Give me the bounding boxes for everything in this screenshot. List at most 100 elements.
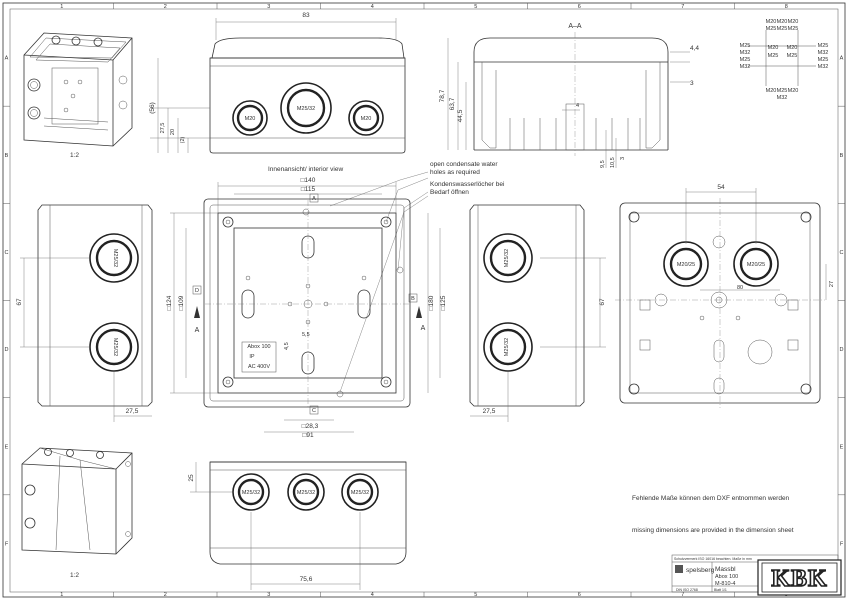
- dim-top-h3: (2): [180, 136, 186, 143]
- frame-col-label-top: 1: [60, 4, 63, 10]
- note-german: Fehlende Maße können dem DXF entnommen w…: [632, 495, 790, 502]
- frame-col-label-top: 4: [371, 4, 374, 10]
- iso-scale-top: 1:2: [70, 152, 79, 159]
- dim-sec-wall: 44,5: [457, 109, 464, 122]
- size-table-right: M25: [818, 43, 829, 49]
- dim-plan-hole: 5,5: [302, 332, 310, 338]
- dim-plan-w3: □28,3: [302, 423, 319, 430]
- size-table-row1: M20: [777, 19, 788, 25]
- interior-view-label: Innenansicht/ interior view: [268, 166, 343, 173]
- dim-plan-w1: □140: [301, 177, 316, 184]
- notes: Fehlende Maße können dem DXF entnommen w…: [632, 495, 794, 534]
- bottom-view: M20/25 M20/25 54 80 27: [615, 184, 835, 408]
- gland-label-top-1: M20: [245, 116, 256, 122]
- size-table-right: M32: [818, 50, 829, 56]
- size-table-row1: M20: [788, 19, 799, 25]
- frame-col-label-top: 7: [681, 4, 684, 10]
- frame-col-label-top: 6: [578, 4, 581, 10]
- size-table-mid: M25: [787, 53, 798, 59]
- condensate-en-1: open condensate water: [430, 161, 498, 168]
- gland-label-left-2: M25/32: [112, 338, 118, 356]
- dim-plan-w2: □115: [301, 186, 316, 193]
- dim-plan-w4: □91: [302, 432, 314, 439]
- logo-text: KBK: [771, 566, 827, 592]
- front-elevation-view: M25/32 M25/32 M25/32 25 75,6: [188, 461, 407, 590]
- nameplate-line1: Abox 100: [247, 344, 270, 350]
- dim-left-width: 67: [16, 298, 23, 306]
- size-table-mid: M20: [787, 45, 798, 51]
- iso-view-closed-box: 1:2: [21, 447, 133, 579]
- size-table-left: M32: [740, 64, 751, 70]
- frame-col-label-bottom: 3: [267, 592, 270, 598]
- dim-sec-total: 78,7: [439, 89, 446, 102]
- dim-bv-gland-spacing: 54: [717, 184, 725, 191]
- iso-view-open-box: 1:2: [23, 32, 133, 159]
- frame-row-label-left: C: [5, 250, 9, 256]
- dim-bv-c1: 80: [737, 285, 743, 291]
- dim-sec-inner: 63,7: [449, 97, 456, 110]
- right-side-view: M25/32 M25/32 67 27,5: [469, 204, 606, 422]
- left-side-view: M25/32 M25/32 67 27,5: [16, 204, 153, 422]
- frame-row-label-left: A: [5, 56, 9, 62]
- dim-top-h1: 27,5: [160, 123, 166, 134]
- size-table-right: M25: [818, 57, 829, 63]
- dim-plan-hole-v: 4,5: [284, 342, 290, 350]
- note-english: missing dimensions are provided in the d…: [632, 527, 794, 534]
- dim-bv-c2: 27: [829, 281, 835, 287]
- dim-right-width: 67: [599, 298, 606, 306]
- frame-col-label-bottom: 1: [60, 592, 63, 598]
- nameplate-line3: AC 400V: [248, 364, 270, 370]
- condensate-en-2: holes as required: [430, 169, 480, 176]
- title-header-note: Schutzvermerk ISO 16016 beachten. Maße i…: [674, 557, 752, 561]
- gland-label-right-1: M25/32: [504, 249, 510, 267]
- size-table-bottom: M20: [788, 88, 799, 94]
- title-brand: spelsberg: [686, 567, 715, 574]
- interior-plan-view: Innenansicht/ interior view open condens…: [166, 161, 504, 439]
- dim-plan-h2: □109: [178, 295, 185, 310]
- frame-col-label-bottom: 7: [681, 592, 684, 598]
- frame-row-label-right: D: [840, 347, 844, 353]
- dim-plan-h1: □124: [166, 295, 173, 310]
- title-main: Massbl: [715, 566, 736, 573]
- dim-sec-b1: 9,5: [600, 160, 606, 168]
- gland-label-back-2: M20/25: [747, 262, 765, 268]
- dim-plan-r2: □125: [440, 295, 447, 310]
- dim-front-w: 75,6: [300, 576, 313, 583]
- frame-col-label-bottom: 2: [164, 592, 167, 598]
- marker-c-bottom: C: [312, 408, 316, 414]
- dim-sec-b2: 10,5: [610, 157, 616, 168]
- frame-col-label-top: 8: [785, 4, 788, 10]
- frame-row-label-right: B: [840, 153, 844, 159]
- marker-a-top: A: [312, 196, 316, 202]
- frame-row-label-left: E: [5, 444, 9, 450]
- dim-sec-t2: 3: [690, 80, 694, 87]
- nameplate-line2: IP: [249, 354, 255, 360]
- frame-row-label-left: F: [5, 541, 9, 547]
- dim-right-offset: 27,5: [483, 408, 496, 415]
- condensate-de-2: Bedarf öffnen: [430, 189, 469, 196]
- condensate-de-1: Kondenswasserlöcher bei: [430, 181, 504, 188]
- dim-top-h2: 20: [170, 129, 176, 135]
- size-table-bottom: M25: [777, 88, 788, 94]
- frame-col-label-bottom: 4: [371, 592, 374, 598]
- frame-row-label-left: B: [5, 153, 9, 159]
- gland-label-top-2: M25/32: [297, 106, 315, 112]
- frame-row-label-right: F: [840, 541, 844, 547]
- dim-sec-b3: 3: [620, 157, 626, 160]
- section-a-a-view: A–A 78,7 63,7 44,5 4,4 3 4 9,5 10,5 3: [439, 23, 699, 168]
- marker-b-right: B: [411, 296, 415, 302]
- kbk-logo: KBK: [757, 559, 842, 596]
- frame-col-label-top: 5: [474, 4, 477, 10]
- frame-row-label-right: E: [840, 444, 844, 450]
- size-table-row2: M25: [788, 26, 799, 32]
- title-part2: M-810-4: [715, 581, 735, 587]
- frame-row-label-left: D: [5, 347, 9, 353]
- size-table-mid: M20: [768, 45, 779, 51]
- gland-label-left-1: M25/32: [112, 249, 118, 267]
- title-sheet: Blatt 1/1: [714, 588, 727, 592]
- frame-col-label-bottom: 6: [578, 592, 581, 598]
- frame-row-label-right: A: [840, 56, 844, 62]
- dim-plan-r1: □180: [428, 295, 435, 310]
